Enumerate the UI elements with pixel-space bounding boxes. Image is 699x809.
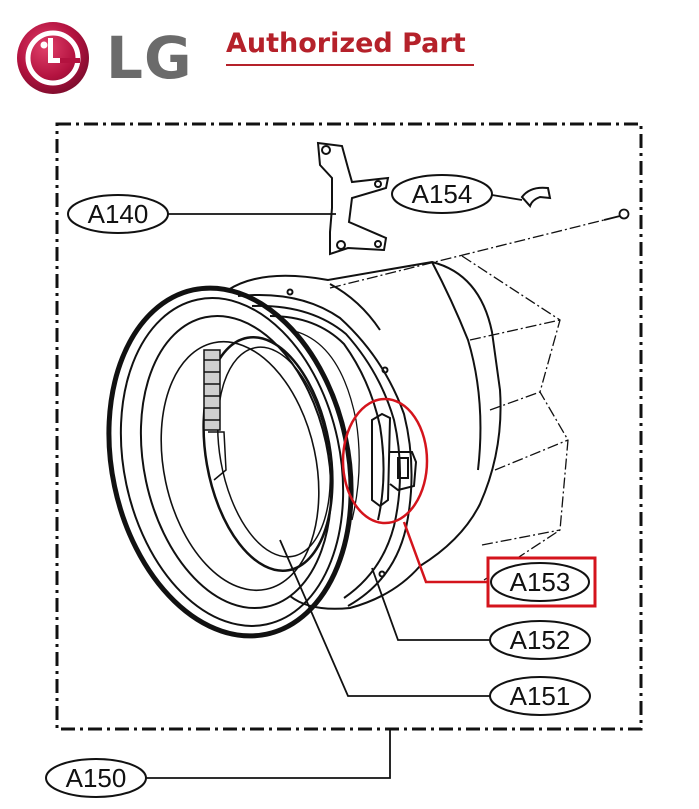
authorized-part-title: Authorized Part (226, 28, 466, 59)
door-ring-part (106, 285, 354, 639)
clip-part (520, 186, 552, 208)
svg-text:A151: A151 (510, 681, 571, 711)
leader-lines (146, 194, 523, 779)
highlight-circle (341, 397, 429, 525)
svg-text:A140: A140 (88, 199, 149, 229)
lg-logo (17, 22, 89, 94)
screw-part (603, 208, 630, 221)
door-latch-part (371, 412, 418, 508)
assembly-boundary (55, 122, 643, 731)
exploded-view-lines (329, 219, 605, 581)
callout-a152: A152 (489, 620, 591, 660)
callout-a154: A154 (391, 174, 493, 214)
svg-text:A152: A152 (510, 625, 571, 655)
callout-a151: A151 (489, 676, 591, 716)
svg-text:A150: A150 (66, 763, 127, 793)
callout-a140: A140 (67, 194, 169, 234)
brand-wordmark: LG (106, 24, 193, 92)
door-gasket-detail (203, 329, 360, 521)
title-underline (226, 64, 474, 66)
callout-a153: A153 (486, 556, 597, 608)
callout-a150: A150 (45, 758, 147, 798)
hinge-bracket-part (316, 141, 390, 256)
svg-text:A153: A153 (510, 567, 571, 597)
highlight-leader (402, 521, 488, 584)
svg-text:A154: A154 (412, 179, 473, 209)
door-frame-part (227, 260, 502, 610)
lg-face-icon (17, 22, 89, 94)
